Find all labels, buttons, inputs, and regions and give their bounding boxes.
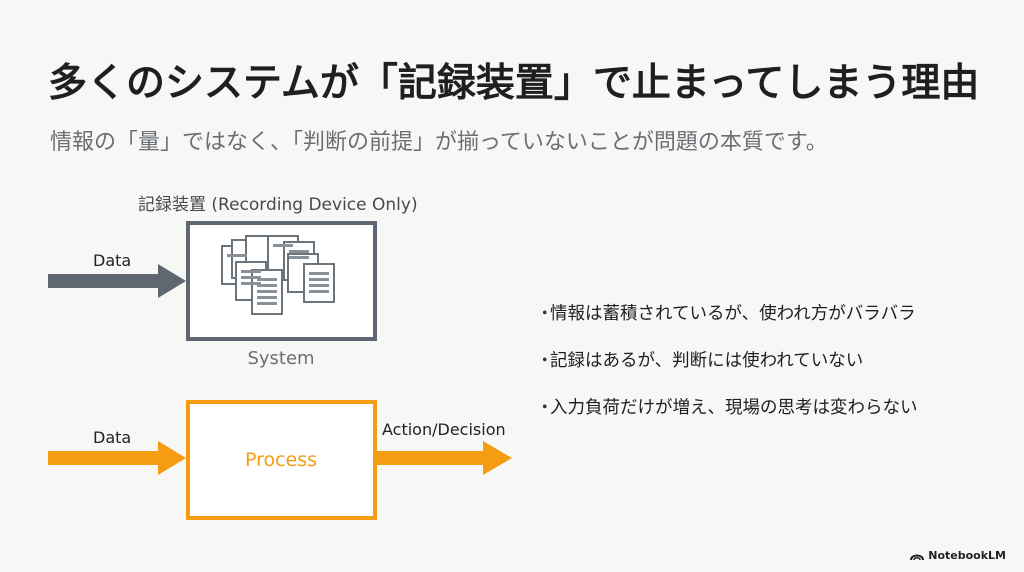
- document-stack-icon: [221, 235, 335, 315]
- data-input-arrow-top: [48, 264, 186, 298]
- brand-watermark: NotebookLM: [910, 549, 1006, 562]
- brand-name: NotebookLM: [928, 549, 1006, 562]
- problem-list: ・情報は蓄積されているが、使われ方がバラバラ ・記録はあるが、判断には使われてい…: [536, 300, 996, 441]
- slide-title: 多くのシステムが「記録装置」で止まってしまう理由: [48, 61, 980, 106]
- slide-subtitle: 情報の「量」ではなく、「判断の前提」が揃っていないことが問題の本質です。: [50, 130, 828, 155]
- list-item: ・情報は蓄積されているが、使われ方がバラバラ: [536, 304, 916, 324]
- action-decision-label: Action/Decision: [382, 420, 506, 439]
- data-input-arrow-bottom: [48, 441, 186, 475]
- notebooklm-logo-icon: [910, 554, 925, 560]
- action-output-arrow: [377, 441, 512, 475]
- process-box: [186, 400, 377, 520]
- recording-device-label: 記録装置 (Recording Device Only): [138, 195, 418, 215]
- list-item: ・入力負荷だけが増え、現場の思考は変わらない: [536, 398, 918, 418]
- system-label: System: [247, 348, 314, 369]
- list-item: ・記録はあるが、判断には使われていない: [536, 351, 864, 371]
- process-label: Process: [245, 449, 317, 471]
- data-input-label-bottom: Data: [93, 428, 131, 447]
- data-input-label-top: Data: [93, 251, 131, 270]
